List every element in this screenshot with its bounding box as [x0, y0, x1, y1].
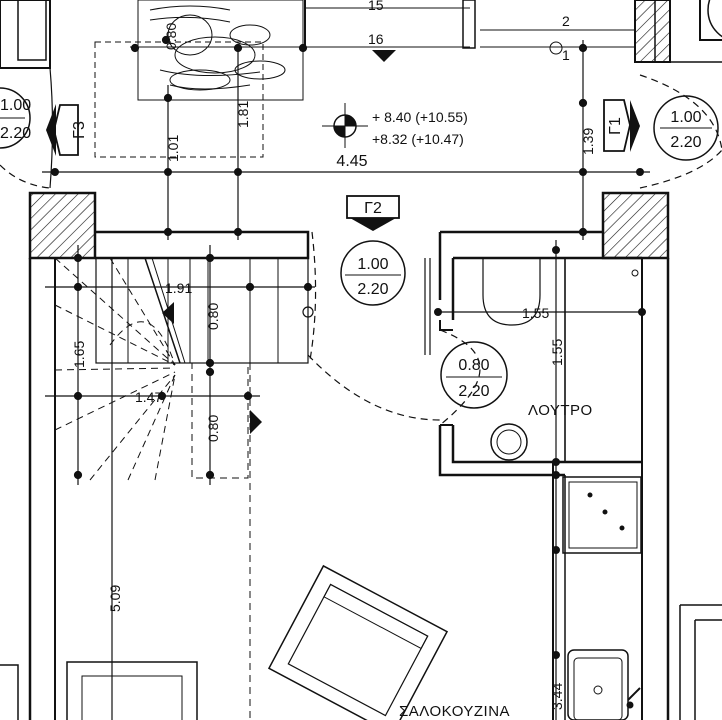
dimension-right-vertical: 1.39: [580, 128, 596, 155]
dimension-stair-width: 1.91: [165, 280, 192, 296]
door-tag-bathroom-width: 0.80: [458, 357, 489, 374]
step-number-2: 2: [562, 13, 570, 29]
sofa: [66, 661, 198, 720]
door-tag-top-right-width: 1.00: [670, 109, 701, 126]
door-tag-top-right: 1.00 2.20: [653, 95, 719, 161]
toilet: [490, 423, 528, 461]
dimension-top-width: 4.45: [336, 153, 367, 170]
elevation-line2: +8.32 (+10.47): [372, 131, 464, 147]
main-walls: [28, 191, 670, 720]
section-mark-g3: Γ3: [46, 104, 88, 156]
kitchen-cooktop: [562, 476, 642, 554]
section-mark-g2-label: Γ2: [364, 200, 382, 217]
dimension-living-height: 5.09: [107, 585, 123, 612]
bathroom-fixtures: [434, 240, 646, 470]
room-label-bathroom: ΛΟΥΤΡΟ: [528, 402, 593, 419]
kitchen-sink: [567, 649, 629, 720]
dimension-bath-width: 1.55: [522, 305, 549, 321]
armchair: [267, 564, 449, 720]
section-mark-g2: Γ2: [346, 195, 400, 231]
dimension-kitchen-height: 3.44: [549, 683, 565, 710]
elevation-marker: + 8.40 (+10.55) +8.32 (+10.47): [322, 103, 468, 148]
dimension-bath-height: 1.55: [549, 339, 565, 366]
door-tag-center-width: 1.00: [357, 256, 388, 273]
section-mark-g1: Γ1: [603, 99, 640, 152]
dimension-top: 4.45: [42, 153, 650, 176]
step-number-1: 1: [562, 47, 570, 63]
dimension-center-vertical: 1.81: [235, 101, 251, 128]
column-top-right: [634, 0, 671, 63]
dimension-left-vertical: 1.01: [165, 135, 181, 162]
wall-top-left: [0, 0, 51, 69]
chair-sketch: [149, 5, 286, 91]
bathroom-door-swing: [439, 329, 481, 426]
staircase: [54, 257, 309, 720]
dimension-stair-run: 1.47: [135, 389, 162, 405]
dimension-riser-top: 0.80: [163, 23, 179, 50]
door-tag-bathroom: 0.80 2.20: [440, 341, 508, 409]
bathtub: [482, 258, 541, 326]
dimension-riser-3: 0.80: [205, 415, 221, 442]
elevation-line1: + 8.40 (+10.55): [372, 109, 468, 125]
step-number-15: 15: [368, 0, 384, 13]
door-tag-top-left-width: 1.00: [0, 97, 31, 114]
door-center: [307, 231, 441, 421]
door-tag-bathroom-height: 2.20: [458, 383, 489, 400]
step-number-16: 16: [368, 31, 384, 47]
section-mark-g1-label: Γ1: [607, 117, 624, 135]
door-tag-top-right-height: 2.20: [670, 134, 701, 151]
stair-dimensions: [45, 245, 315, 720]
dimension-stair-height-left: 1.65: [71, 341, 87, 368]
door-tag-center: 1.00 2.20: [340, 240, 406, 306]
dimension-riser-2: 0.80: [205, 303, 221, 330]
door-tag-top-left-height: 2.20: [0, 125, 31, 142]
living-kitchen-furniture: [0, 470, 722, 720]
column-left: [28, 191, 97, 260]
top-area: [0, 0, 722, 158]
door-tag-center-height: 2.20: [357, 281, 388, 298]
door-tag-top-left: 1.00 2.20: [0, 87, 31, 149]
room-label-living-kitchen: ΣΑΛΟΚΟΥΖΙΝΑ: [399, 703, 510, 720]
column-right: [601, 191, 670, 260]
section-mark-g3-label: Γ3: [71, 121, 88, 139]
